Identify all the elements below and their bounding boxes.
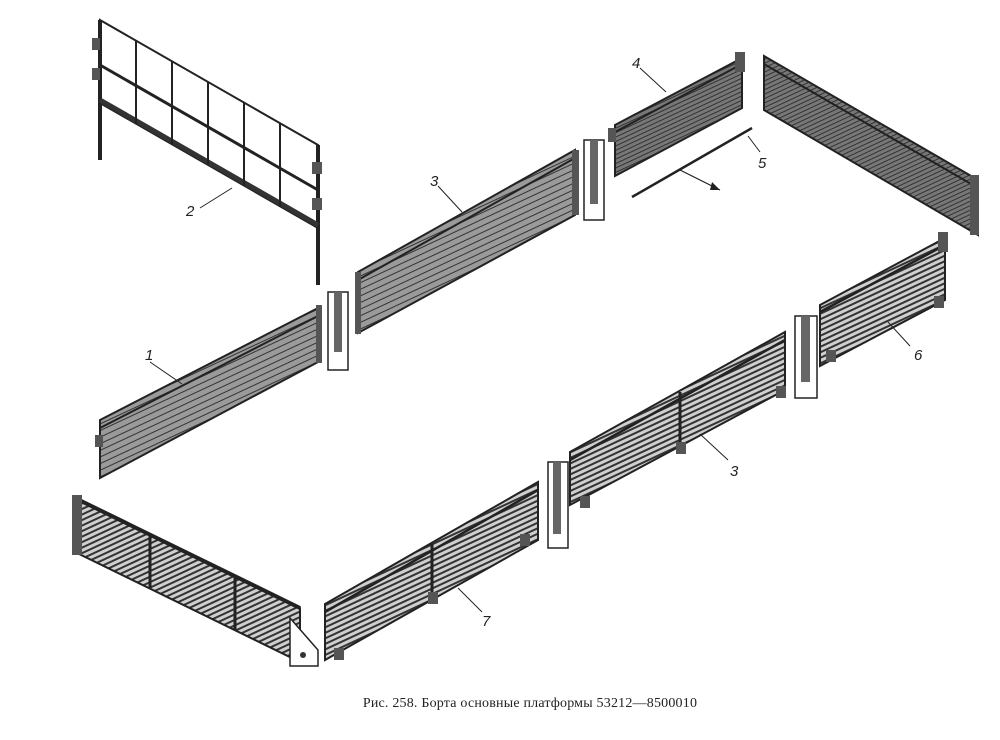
callout-3b: 3: [699, 433, 739, 480]
callout-label-4: 4: [632, 55, 640, 72]
callout-1: 1: [145, 347, 183, 385]
callout-label-7: 7: [482, 613, 491, 630]
side-board-rear-panel: [763, 54, 979, 237]
rear-board-part: [608, 52, 745, 178]
side-board-right-rear-part: [819, 232, 948, 368]
callout-label-3a: 3: [430, 173, 439, 190]
tail-board-part: [72, 495, 319, 667]
callout-4: 4: [632, 55, 667, 93]
cab-guard-part: [92, 18, 322, 285]
front-board-part: [95, 305, 322, 480]
callout-label-2: 2: [185, 203, 195, 220]
side-board-left-part: [355, 148, 579, 335]
callout-3a: 3: [430, 173, 463, 213]
figure-caption: Рис. 258. Борта основные платформы 53212…: [362, 696, 698, 711]
callout-2: 2: [185, 187, 233, 220]
stake-right: [547, 315, 818, 549]
callout-label-6: 6: [914, 347, 923, 364]
callout-label-1: 1: [145, 347, 153, 364]
callout-6: 6: [887, 321, 923, 364]
side-board-right-front-part: [324, 480, 539, 662]
callout-label-3b: 3: [730, 463, 739, 480]
stake-upper: [327, 139, 605, 371]
callout-5: 5: [747, 135, 767, 172]
side-board-right-mid-part: [569, 330, 786, 508]
callout-label-5: 5: [758, 155, 767, 172]
rod-part: [631, 126, 753, 199]
callout-7: 7: [457, 587, 491, 630]
